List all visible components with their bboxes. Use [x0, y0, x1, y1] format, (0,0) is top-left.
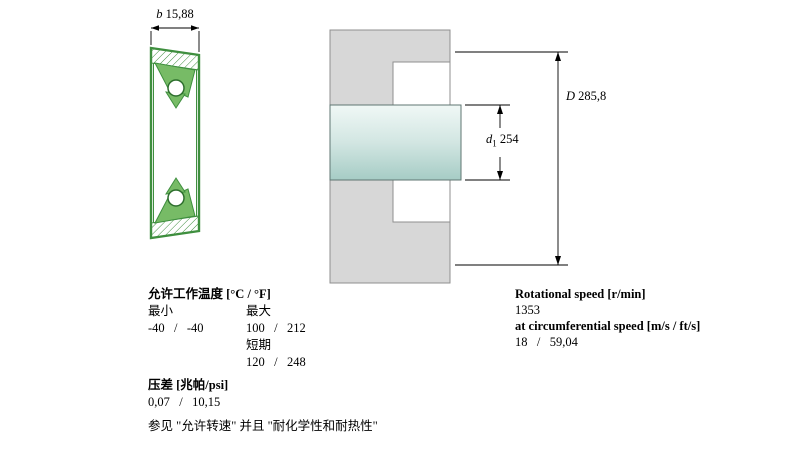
seal-width-dimension-label: b 15,88 [140, 7, 210, 22]
dim-letter-d1: d [486, 132, 493, 146]
rotational-speed-header: Rotational speed [r/min] [515, 287, 646, 301]
circumferential-speed-header: at circumferential speed [m/s / ft/s] [515, 319, 701, 333]
circumferential-speed-value: 18 / 59,04 [515, 335, 578, 349]
dim-value-d1: 254 [499, 132, 519, 146]
dim-value-D: 285,8 [578, 89, 607, 103]
shaft-dimension-label: d1 254 [486, 132, 519, 149]
seal-cross-section-drawing [149, 25, 201, 240]
dim-letter-b: b [156, 7, 163, 21]
garter-spring-top [167, 79, 185, 97]
garter-spring-bottom [167, 189, 185, 207]
temperature-min-label: 最小 [148, 304, 174, 318]
temperature-max-label: 最大 [246, 304, 272, 318]
dim-letter-D: D [566, 89, 576, 103]
dim-D-arrow-bottom [555, 256, 561, 265]
dim-D-arrow-top [555, 52, 561, 61]
temperature-max-column: 最大 100 / 212 短期 120 / 248 [246, 303, 306, 371]
temperature-short-term-value: 120 / 248 [246, 355, 306, 369]
temperature-min-value: -40 / -40 [148, 321, 204, 335]
temperature-min-column: 最小 -40 / -40 [148, 303, 246, 371]
dim-b-arrow-right [191, 25, 199, 31]
bore-dimension-label: D 285,8 [566, 89, 606, 104]
bore-dimension-lines [455, 51, 568, 266]
shaft [329, 104, 462, 181]
mounting-cross-section-drawing [329, 29, 568, 284]
dim-d1-arrow-top [497, 105, 503, 114]
dim-b-arrow-left [151, 25, 159, 31]
pressure-header: 压差 [兆帕/psi] [148, 378, 229, 392]
rotational-speed-value: 1353 [515, 303, 540, 317]
dim-value-b: 15,88 [165, 7, 194, 21]
temperature-short-term-label: 短期 [246, 338, 272, 352]
dim-sub-d1: 1 [492, 138, 497, 149]
temperature-header: 允许工作温度 [°C / °F] [148, 287, 271, 301]
speed-specs-block: Rotational speed [r/min] 1353 at circumf… [515, 286, 785, 350]
reference-note: 参见 "允许转速" 并且 "耐化学性和耐热性" [148, 419, 378, 433]
temperature-table: 最小 -40 / -40 最大 100 / 212 短期 120 / 248 [148, 303, 488, 371]
pressure-value: 0,07 / 10,15 [148, 395, 221, 409]
dim-d1-arrow-bottom [497, 171, 503, 180]
operating-specs-block: 允许工作温度 [°C / °F] 最小 -40 / -40 最大 100 / 2… [148, 286, 488, 435]
temperature-max-value: 100 / 212 [246, 321, 306, 335]
